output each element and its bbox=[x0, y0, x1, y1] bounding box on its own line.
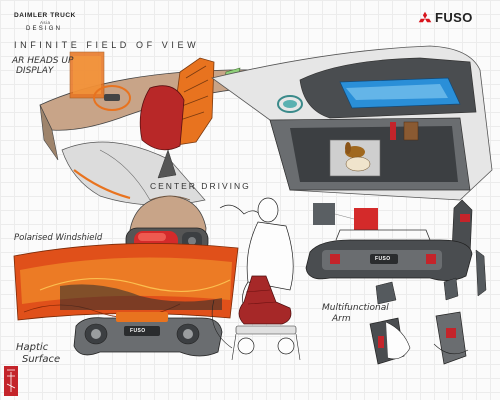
label-multifunctional-line1: Multifunctional bbox=[322, 303, 389, 313]
label-polarised-windshield: Polarised Windshield bbox=[14, 233, 103, 243]
sheet-headline: INFINITE FIELD OF VIEW bbox=[14, 40, 200, 50]
truck-cabin-rear-sketch bbox=[211, 45, 493, 297]
label-ar-hud-line1: AR HEADS UP bbox=[12, 56, 74, 66]
haptic-steering-yoke-sketch bbox=[73, 312, 223, 357]
brand-company-name: DAIMLER TRUCK bbox=[14, 12, 76, 19]
fuso-logo: FUSO bbox=[418, 10, 473, 25]
label-haptic-line2: Surface bbox=[22, 354, 61, 365]
logo-wordmark: FUSO bbox=[435, 10, 473, 25]
label-multifunctional-line2: Arm bbox=[332, 314, 351, 324]
designer-seal-stamp bbox=[4, 366, 18, 396]
polarised-windshield-sketch bbox=[13, 243, 239, 321]
arm-badge: FUSO bbox=[375, 256, 391, 262]
label-ar-hud-line2: DISPLAY bbox=[16, 66, 54, 76]
label-center-driving: CENTER DRIVING bbox=[150, 181, 251, 191]
multifunctional-arm-sketch bbox=[305, 229, 473, 365]
steering-yoke-badge: FUSO bbox=[130, 328, 146, 334]
swatch-grey bbox=[313, 203, 335, 225]
brand-department: DESIGN bbox=[26, 26, 63, 32]
swatch-red bbox=[354, 208, 378, 230]
brand-region: Asia bbox=[40, 20, 51, 25]
seated-person-line-sketch bbox=[211, 197, 301, 361]
label-haptic-line1: Haptic bbox=[16, 342, 49, 353]
three-diamond-icon bbox=[418, 11, 432, 22]
